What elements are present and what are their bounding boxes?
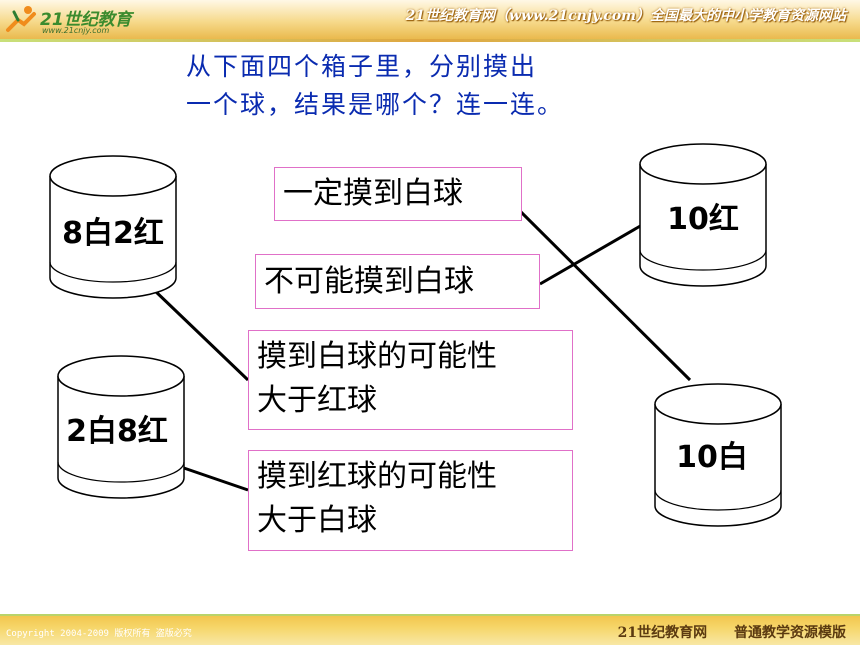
footer-brand: 21世纪教育网 普通教学资源模版 xyxy=(618,622,846,642)
header-slogan: 21世纪教育网（www.21cnjy.com）全国最大的中小学教育资源网站 xyxy=(405,8,846,24)
question-title: 从下面四个箱子里，分别摸出 一个球，结果是哪个？连一连。 xyxy=(186,48,564,124)
option-certain-white[interactable]: 一定摸到白球 xyxy=(274,167,522,221)
question-title-line-2: 一个球，结果是哪个？连一连。 xyxy=(186,90,565,119)
logo-text: 21世纪教育 xyxy=(40,10,132,30)
line-10r-to-impossible-white xyxy=(539,223,643,286)
option-white-more-likely[interactable]: 摸到白球的可能性 大于红球 xyxy=(248,330,573,430)
runner-logo-icon xyxy=(6,6,36,32)
header-band xyxy=(0,0,860,40)
cylinder-icon xyxy=(57,355,185,499)
option-impossible-white[interactable]: 不可能摸到白球 xyxy=(255,254,540,309)
option-text-line-2: 大于红球 xyxy=(257,383,377,418)
box-label: 10红 xyxy=(667,202,739,237)
box-8-white-2-red: 8白2红 xyxy=(48,150,178,300)
box-10-white: 10白 xyxy=(653,378,783,528)
site-logo[interactable]: 21世纪教育 www.21cnjy.com xyxy=(4,2,144,38)
line-8w2r-to-white-more-likely xyxy=(151,287,250,382)
footer-brand-name: 21世纪教育网 xyxy=(617,625,708,641)
cylinder-icon xyxy=(654,383,782,527)
option-red-more-likely[interactable]: 摸到红球的可能性 大于白球 xyxy=(248,450,573,551)
footer-band xyxy=(0,616,860,645)
copyright-notice: Copyright 2004-2009 版权所有 盗版必究 xyxy=(6,629,192,639)
cylinder-icon xyxy=(49,155,177,299)
logo-url: www.21cnjy.com xyxy=(42,26,110,35)
option-text-line-1: 摸到红球的可能性 xyxy=(257,459,497,494)
box-2-white-8-red: 2白8红 xyxy=(56,350,186,500)
option-text: 不可能摸到白球 xyxy=(264,264,474,299)
option-text: 一定摸到白球 xyxy=(283,176,463,211)
footer-rule xyxy=(0,614,860,616)
option-text-line-1: 摸到白球的可能性 xyxy=(257,339,497,374)
question-title-line-1: 从下面四个箱子里，分别摸出 xyxy=(186,52,538,81)
footer-tagline: 普通教学资源模版 xyxy=(734,625,846,641)
line-2w8r-to-red-more-likely xyxy=(177,464,249,492)
cylinder-icon xyxy=(639,143,767,287)
box-10-red: 10红 xyxy=(638,138,768,288)
line-10w-to-certain-white xyxy=(518,209,692,382)
box-label: 2白8红 xyxy=(66,414,168,449)
header-rule xyxy=(0,39,860,42)
box-label: 8白2红 xyxy=(62,216,164,251)
option-text-line-2: 大于白球 xyxy=(257,503,377,538)
box-label: 10白 xyxy=(676,440,748,475)
